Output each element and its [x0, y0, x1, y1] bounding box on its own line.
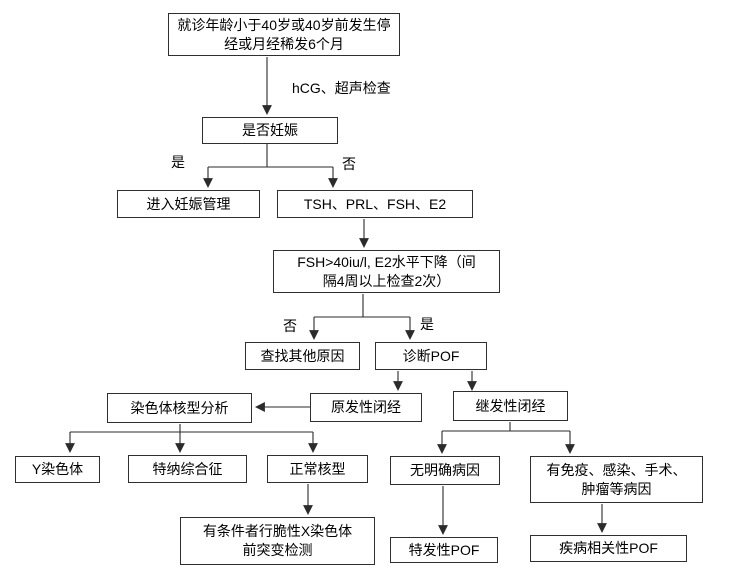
line-secondary-split [442, 422, 570, 432]
node-primary-amenorrhea: 原发性闭经 [310, 393, 422, 422]
node-primary-amenorrhea-label: 原发性闭经 [331, 399, 401, 415]
node-hormone-tests-label: TSH、PRL、FSH、E2 [303, 195, 447, 212]
node-karyotype-analysis: 染色体核型分析 [107, 393, 252, 423]
node-hormone-tests: TSH、PRL、FSH、E2 [277, 190, 473, 218]
node-y-chromosome-label: Y染色体 [31, 461, 84, 477]
node-idiopathic-pof-label: 特发性POF [408, 541, 480, 558]
edge-label-pregnant-no: 否 [342, 156, 356, 172]
node-fragile-x-test-line2: 前突变检测 [242, 542, 313, 558]
node-turner-syndrome-label: 特纳综合征 [152, 460, 223, 477]
node-pregnancy-management-label: 进入妊娠管理 [146, 195, 231, 212]
node-fsh-criteria: FSH>40iu/l, E2水平下降（间 隔4周以上检查2次） [273, 250, 500, 293]
node-age-criteria-line1: 就诊年龄小于40岁或40岁前发生停 [177, 16, 391, 33]
node-karyotype-analysis-label: 染色体核型分析 [130, 399, 229, 416]
node-turner-syndrome: 特纳综合征 [128, 455, 247, 483]
node-secondary-amenorrhea: 继发性闭经 [453, 391, 568, 421]
node-idiopathic-pof: 特发性POF [390, 537, 498, 563]
edge-label-fsh-yes: 是 [420, 316, 434, 332]
node-normal-karyotype: 正常核型 [267, 455, 368, 483]
line-fsh-split [314, 294, 410, 318]
node-pregnant-check-label: 是否妊娠 [242, 122, 298, 138]
node-other-causes: 查找其他原因 [245, 342, 360, 370]
node-known-causes-line2: 肿瘤等病因 [581, 480, 652, 497]
node-disease-related-pof-label: 疾病相关性POF [559, 540, 658, 556]
node-pregnant-check: 是否妊娠 [202, 117, 338, 144]
node-no-clear-cause: 无明确病因 [390, 456, 500, 485]
node-fsh-criteria-line1: FSH>40iu/l, E2水平下降（间 [297, 253, 476, 270]
edge-label-hcg-ultrasound: hCG、超声检查 [292, 80, 391, 96]
edge-label-pregnant-yes: 是 [171, 154, 185, 170]
node-secondary-amenorrhea-label: 继发性闭经 [475, 397, 546, 414]
node-fsh-criteria-line2: 隔4周以上检查2次） [322, 272, 451, 289]
node-pregnancy-management: 进入妊娠管理 [117, 190, 260, 218]
node-fragile-x-test: 有条件者行脆性X染色体 前突变检测 [180, 517, 375, 565]
node-diagnose-pof: 诊断POF [375, 342, 487, 370]
node-no-clear-cause-label: 无明确病因 [410, 462, 480, 478]
node-age-criteria: 就诊年龄小于40岁或40岁前发生停 经或月经稀发6个月 [168, 13, 400, 56]
node-known-causes-line1: 有免疫、感染、手术、 [546, 461, 687, 478]
edge-label-fsh-no: 否 [283, 318, 297, 334]
node-age-criteria-line2: 经或月经稀发6个月 [224, 35, 344, 52]
node-disease-related-pof: 疾病相关性POF [530, 535, 687, 562]
node-fragile-x-test-line1: 有条件者行脆性X染色体 [202, 523, 353, 539]
node-diagnose-pof-label: 诊断POF [402, 347, 460, 364]
node-known-causes: 有免疫、感染、手术、 肿瘤等病因 [530, 456, 703, 503]
line-pregnant-split [208, 144, 333, 168]
node-y-chromosome: Y染色体 [15, 456, 100, 483]
node-other-causes-label: 查找其他原因 [260, 347, 345, 364]
line-karyotype-split [70, 424, 313, 433]
node-normal-karyotype-label: 正常核型 [289, 460, 346, 477]
